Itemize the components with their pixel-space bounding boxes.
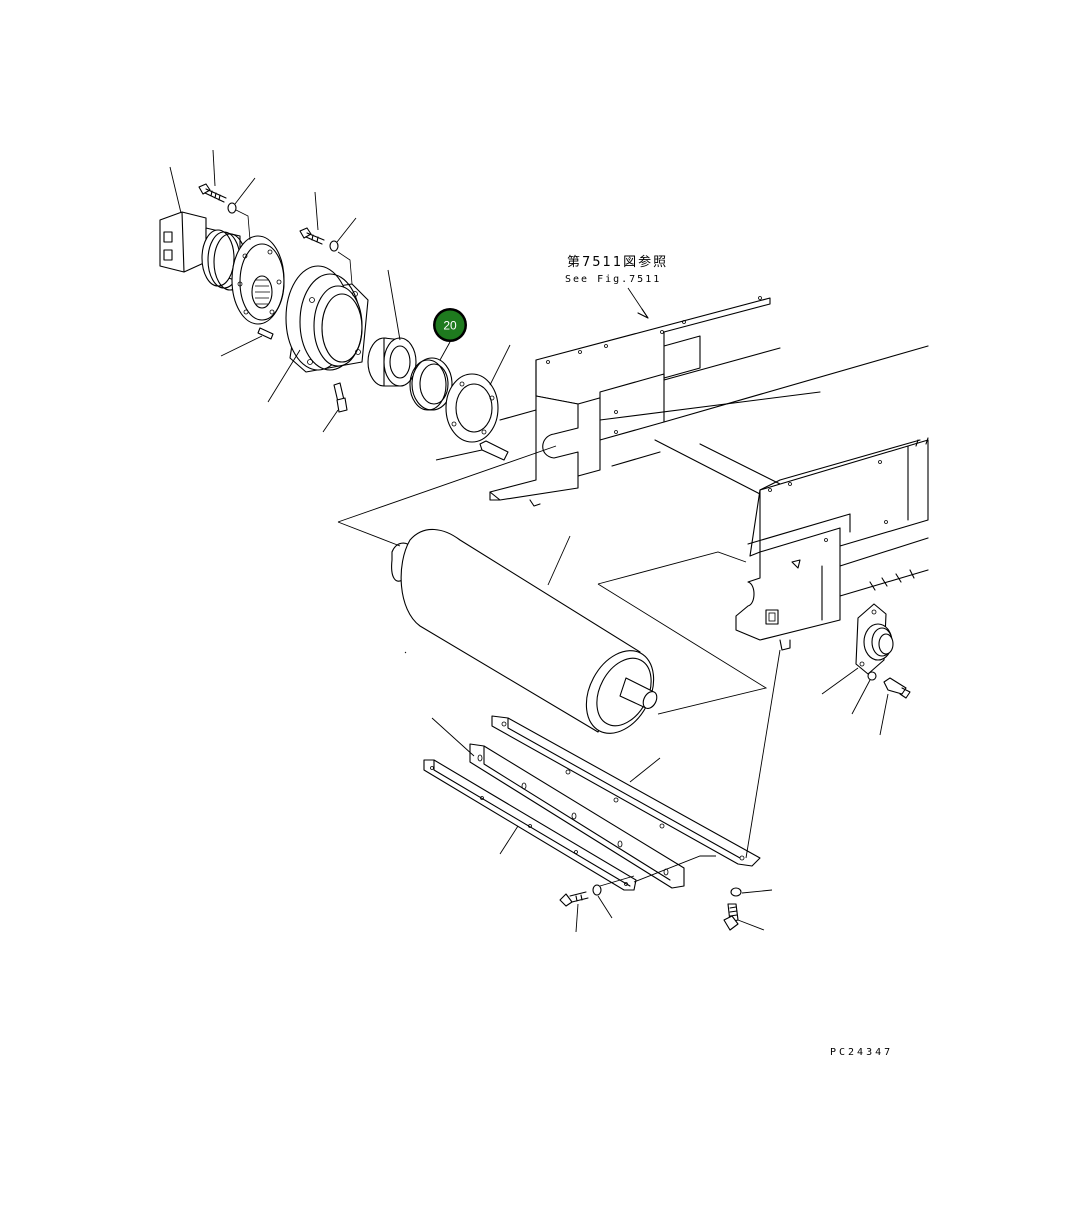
bearing [367,337,417,387]
seal-ring [409,357,453,411]
figure-reference-japanese: 第7511図参照 [567,254,668,270]
figure-reference-english: See Fig.7511 [565,274,661,285]
drive-motor [159,211,285,325]
conveyor-frame-right [735,437,929,651]
takeup-bearing [855,603,894,675]
pulley-drum [391,528,658,734]
conveyor-frame [489,296,929,507]
callout-20-label: 20 [443,319,457,333]
flange-housing [285,265,369,373]
drawing-code: PC24347 [830,1047,893,1058]
scraper-bracket [491,715,761,867]
cover-plate [445,373,499,443]
motor-bolt [198,183,227,203]
clamp-plate [423,759,637,891]
callout-20[interactable]: 20 [433,308,467,342]
scraper-blade [469,743,685,889]
